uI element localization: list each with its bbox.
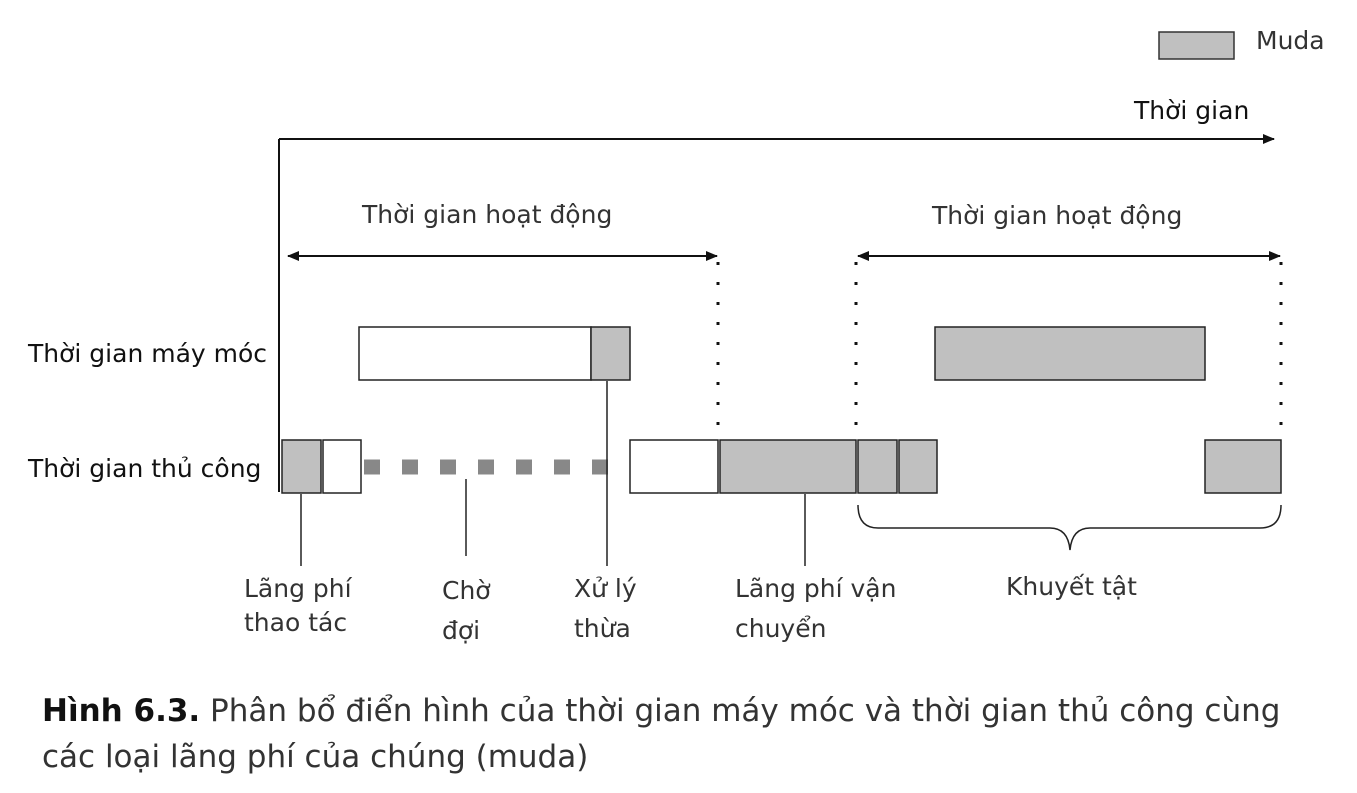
- annotation-transport-waste-line1: Lãng phí vận: [735, 574, 897, 603]
- annotation-transport-waste-line2: chuyển: [735, 614, 827, 643]
- figure-caption: Hình 6.3. Phân bổ điển hình của thời gia…: [42, 688, 1322, 780]
- legend-label: Muda: [1256, 26, 1325, 55]
- time-axis-label: Thời gian: [1134, 96, 1250, 125]
- annotation-motion-waste-line2: thao tác: [244, 608, 348, 637]
- annotation-motion-waste-line1: Lãng phí: [244, 574, 352, 603]
- manual-block-work-1: [322, 439, 362, 494]
- machine-block-muda: [590, 326, 631, 381]
- caption-text: Phân bổ điển hình của thời gian máy móc …: [42, 693, 1281, 775]
- operating-time-label-right: Thời gian hoạt động: [932, 201, 1183, 230]
- row-label-manual: Thời gian thủ công: [28, 454, 262, 483]
- defects-brace: [857, 504, 1282, 551]
- manual-block-muda-3: [857, 439, 898, 494]
- operating-time-label-left: Thời gian hoạt động: [362, 200, 613, 229]
- legend-swatch: [1158, 31, 1235, 60]
- manual-block-work-2: [629, 439, 719, 494]
- manual-block-muda-5: [1204, 439, 1282, 494]
- annotation-overprocessing-line1: Xử lý: [574, 574, 637, 603]
- machine-block-muda-2: [934, 326, 1206, 381]
- manual-block-muda-2: [719, 439, 857, 494]
- annotation-overprocessing-line2: thừa: [574, 614, 631, 643]
- machine-block-work: [358, 326, 592, 381]
- annotation-waiting-line2: đợi: [442, 616, 481, 645]
- waste-time-diagram: [278, 31, 1283, 566]
- manual-block-muda-4: [898, 439, 938, 494]
- annotation-defects: Khuyết tật: [1006, 572, 1137, 601]
- caption-label: Hình 6.3.: [42, 693, 201, 729]
- annotation-waiting-line1: Chờ: [442, 576, 491, 605]
- manual-block-muda-1: [281, 439, 322, 494]
- row-label-machine: Thời gian máy móc: [28, 339, 268, 368]
